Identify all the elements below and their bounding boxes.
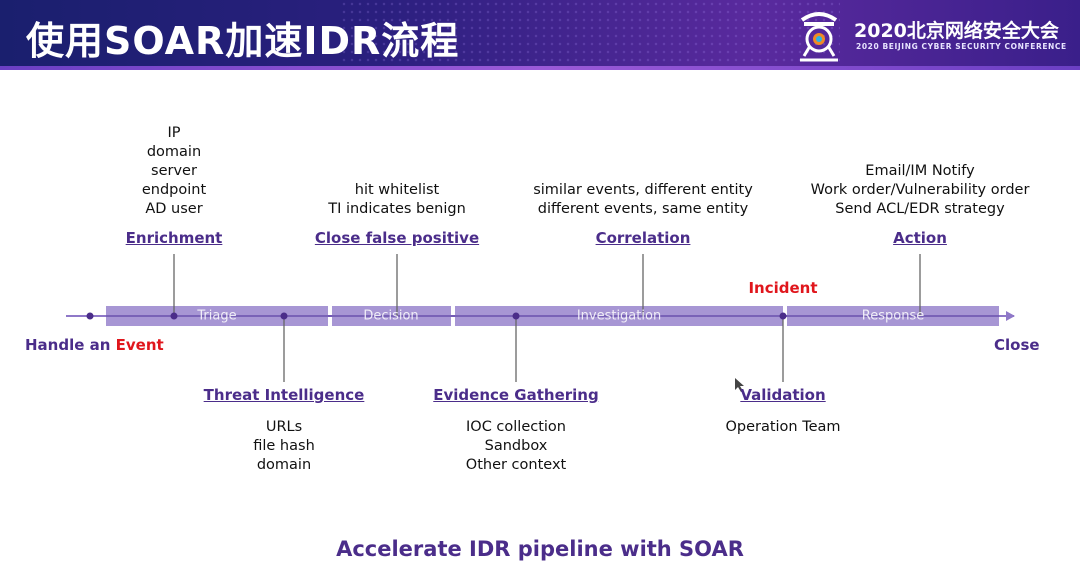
detail-item: Send ACL/EDR strategy xyxy=(835,201,1005,217)
slide-title: 使用SOAR加速IDR流程 xyxy=(26,19,460,63)
validation-details: Operation Team xyxy=(725,418,840,437)
close-false-positive-details: hit whitelist TI indicates benign xyxy=(328,181,466,219)
detail-item: domain xyxy=(146,144,202,160)
phase-label-decision: Decision xyxy=(363,308,419,324)
detail-item: IOC collection xyxy=(466,419,566,435)
conference-subtitle: 2020 BEIJING CYBER SECURITY CONFERENCE xyxy=(856,42,1067,51)
node-evidence-gathering xyxy=(512,312,520,320)
node-validation xyxy=(779,312,787,320)
detail-item: endpoint xyxy=(141,182,207,198)
detail-item: Email/IM Notify xyxy=(865,163,975,179)
detail-item: Sandbox xyxy=(484,438,548,454)
detail-item: domain xyxy=(256,457,312,473)
detail-item: similar events, different entity xyxy=(533,182,753,198)
detail-item: Operation Team xyxy=(725,419,841,435)
detail-item: hit whitelist xyxy=(354,182,440,198)
footer-caption: Accelerate IDR pipeline with SOAR xyxy=(336,537,744,561)
enrichment-details: IP domain server endpoint AD user xyxy=(142,124,206,219)
correlation-details: similar events, different entity differe… xyxy=(533,181,753,219)
detail-item: AD user xyxy=(145,201,203,217)
conference-logo-icon xyxy=(800,12,838,62)
phase-label-triage: Triage xyxy=(197,308,237,324)
evidence-gathering-details: IOC collection Sandbox Other context xyxy=(466,418,566,475)
node-enrichment xyxy=(170,312,178,320)
step-threat-intelligence[interactable]: Threat Intelligence xyxy=(203,386,365,404)
threat-intelligence-details: URLs file hash domain xyxy=(253,418,315,475)
step-validation[interactable]: Validation xyxy=(740,386,826,404)
mouse-cursor-icon xyxy=(735,378,744,392)
phase-label-response: Response xyxy=(861,308,925,324)
timeline-start-dot xyxy=(86,312,94,320)
detail-item: TI indicates benign xyxy=(328,201,466,217)
end-label: Close xyxy=(994,336,1040,354)
node-threat-intelligence xyxy=(280,312,288,320)
detail-item: server xyxy=(151,163,197,179)
detail-item: file hash xyxy=(253,438,315,454)
phase-label-investigation: Investigation xyxy=(576,308,662,324)
incident-label: Incident xyxy=(748,279,818,297)
step-correlation[interactable]: Correlation xyxy=(595,229,691,247)
start-label: Handle an Event xyxy=(25,336,164,354)
step-close-false-positive[interactable]: Close false positive xyxy=(314,229,480,247)
detail-item: different events, same entity xyxy=(537,201,749,217)
action-details: Email/IM Notify Work order/Vulnerability… xyxy=(811,162,1030,219)
header-banner: 使用SOAR加速IDR流程 2020北京网络安全大会 2020 BEIJING … xyxy=(0,0,1080,70)
detail-item: IP xyxy=(167,125,181,141)
detail-item: Work order/Vulnerability order xyxy=(810,182,1030,198)
step-enrichment[interactable]: Enrichment xyxy=(125,229,223,247)
start-label-event: Event xyxy=(115,336,164,354)
step-evidence-gathering[interactable]: Evidence Gathering xyxy=(433,386,599,404)
detail-item: URLs xyxy=(265,419,303,435)
header-pattern xyxy=(340,0,840,70)
conference-title: 2020北京网络安全大会 xyxy=(854,20,1059,42)
step-action[interactable]: Action xyxy=(893,229,947,247)
start-label-prefix: Handle an xyxy=(25,336,116,354)
detail-item: Other context xyxy=(465,457,567,473)
timeline-arrow-icon xyxy=(1006,311,1015,321)
